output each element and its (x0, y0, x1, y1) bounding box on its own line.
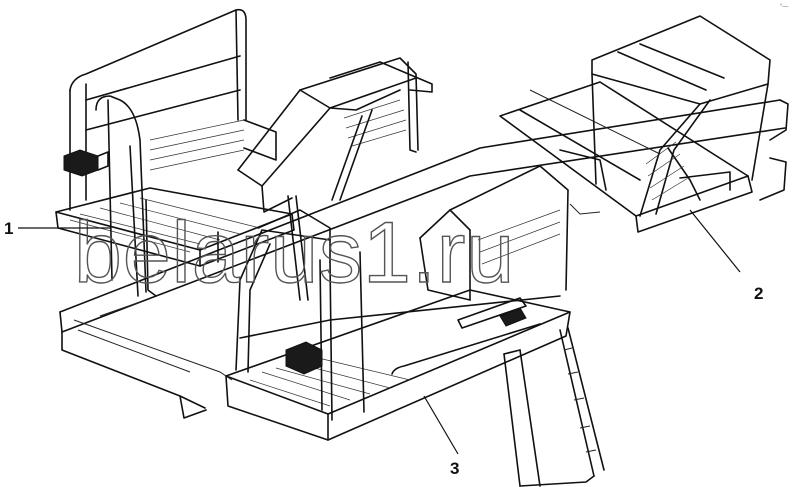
callout-2: 2 (689, 209, 763, 303)
front-platform (225, 165, 571, 441)
callout-1: 1 (4, 219, 110, 238)
ladder (503, 327, 605, 487)
right-platform (499, 15, 771, 233)
callout-3-label: 3 (450, 459, 459, 478)
watermark-text: belarus1.ru (74, 205, 515, 301)
center-hopper (237, 57, 433, 301)
callout-3: 3 (423, 395, 459, 478)
corner-mark: °— (780, 4, 788, 10)
left-platform (55, 8, 295, 297)
callout-1-label: 1 (4, 219, 13, 238)
callout-2-label: 2 (754, 284, 763, 303)
